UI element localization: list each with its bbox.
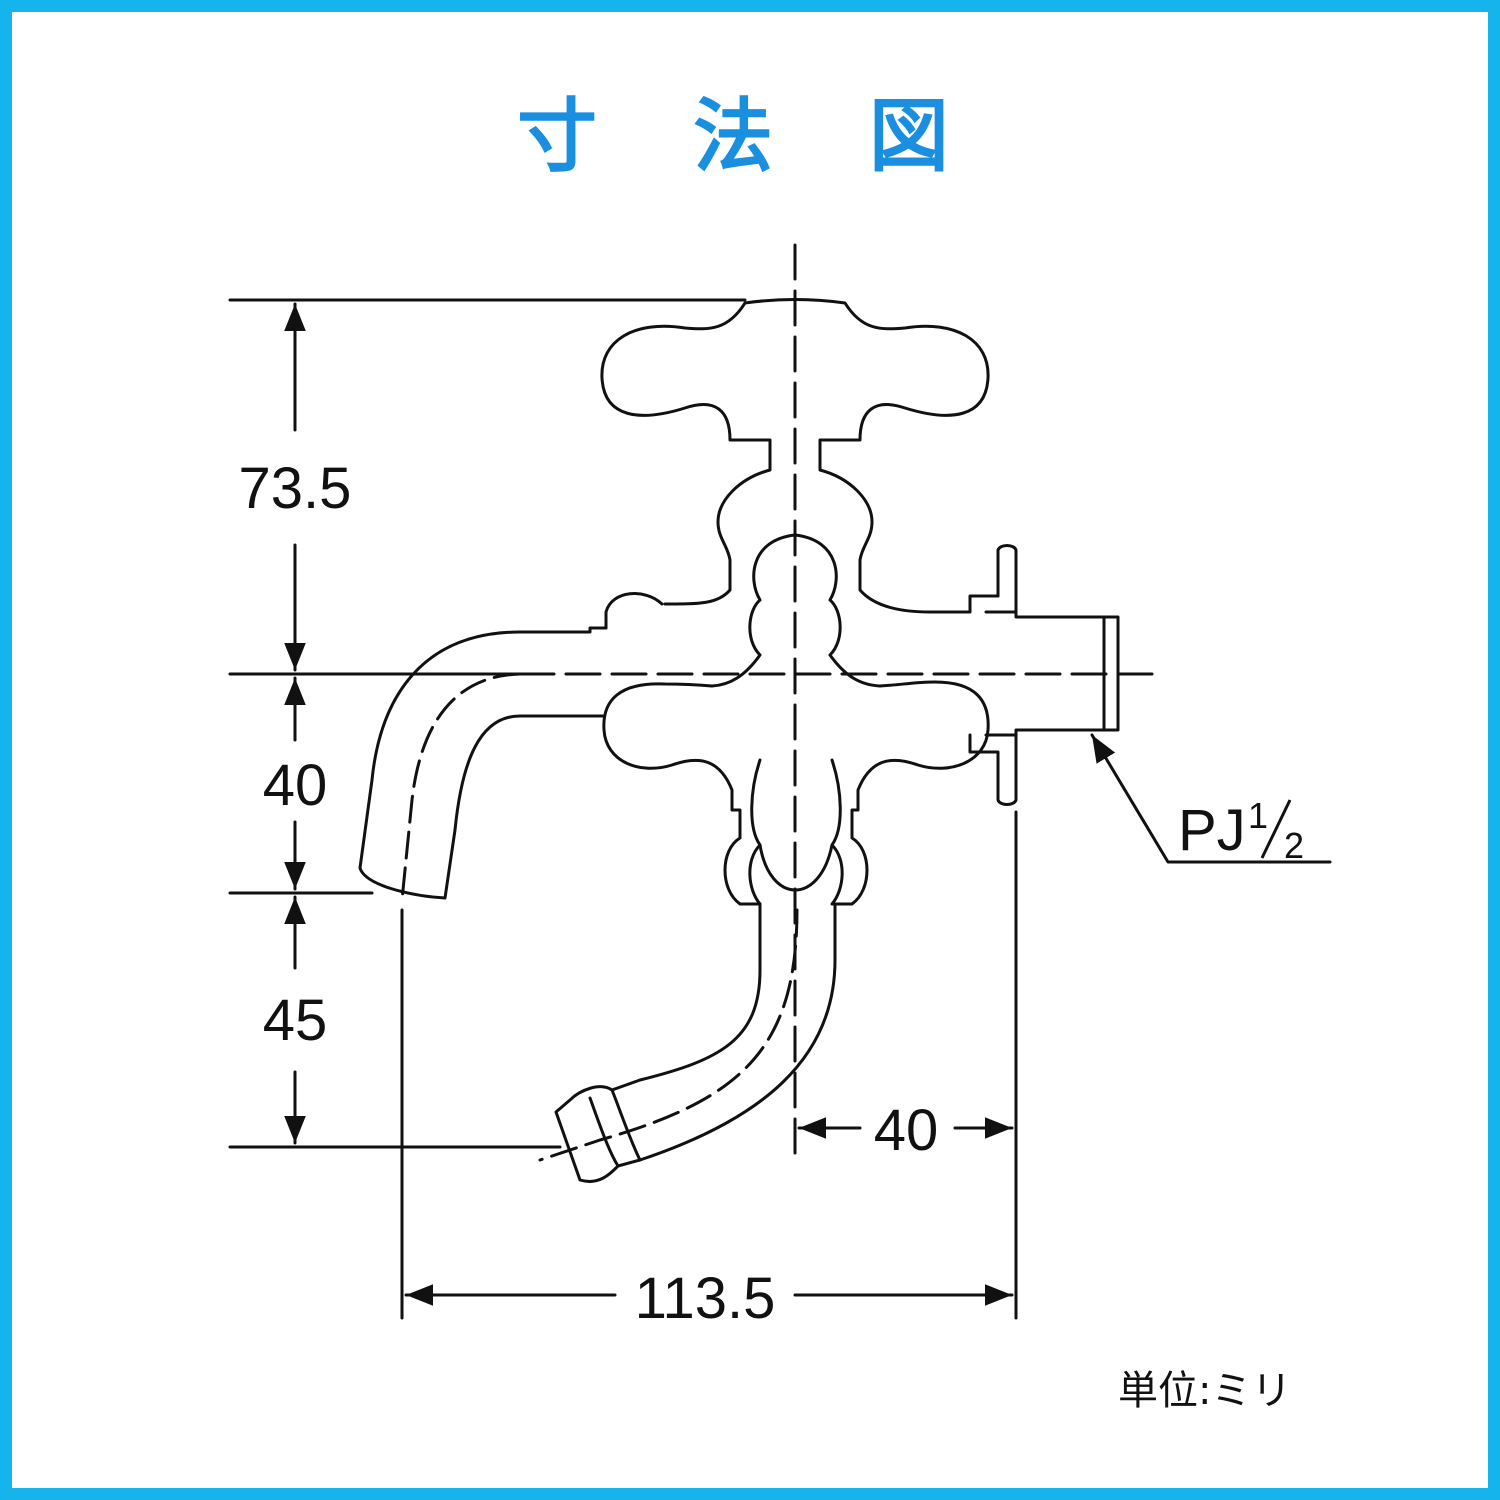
dim-label-total-width: 113.5 [635, 1266, 776, 1331]
dim-label-spout-drop: 40 [263, 753, 328, 818]
dim-label-handle-height: 73.5 [239, 456, 352, 521]
lower-hose [554, 902, 837, 1183]
thread-leader [1090, 733, 1332, 864]
dim-label-hose-drop: 45 [263, 988, 328, 1053]
valve-body-lower [602, 680, 990, 906]
valve-center-ring [758, 843, 834, 892]
side-knob [604, 592, 664, 630]
handle-outline [600, 298, 1000, 614]
thread-fraction-slash [1260, 799, 1292, 859]
upper-spout-axis [400, 672, 522, 902]
dim-label-horizontal-offset: 40 [874, 1098, 939, 1163]
thread-denominator: 2 [1284, 825, 1304, 866]
page-title: 寸 法 図 [517, 90, 983, 183]
thread-numerator: 1 [1248, 795, 1268, 836]
lower-hose-axis [538, 908, 799, 1162]
unit-label: 単位:ミリ [1118, 1368, 1292, 1414]
thread-prefix: PJ [1178, 798, 1246, 863]
upper-spout [358, 626, 608, 900]
inlet-pipe [968, 544, 1120, 806]
valve-body-upper [710, 533, 882, 688]
